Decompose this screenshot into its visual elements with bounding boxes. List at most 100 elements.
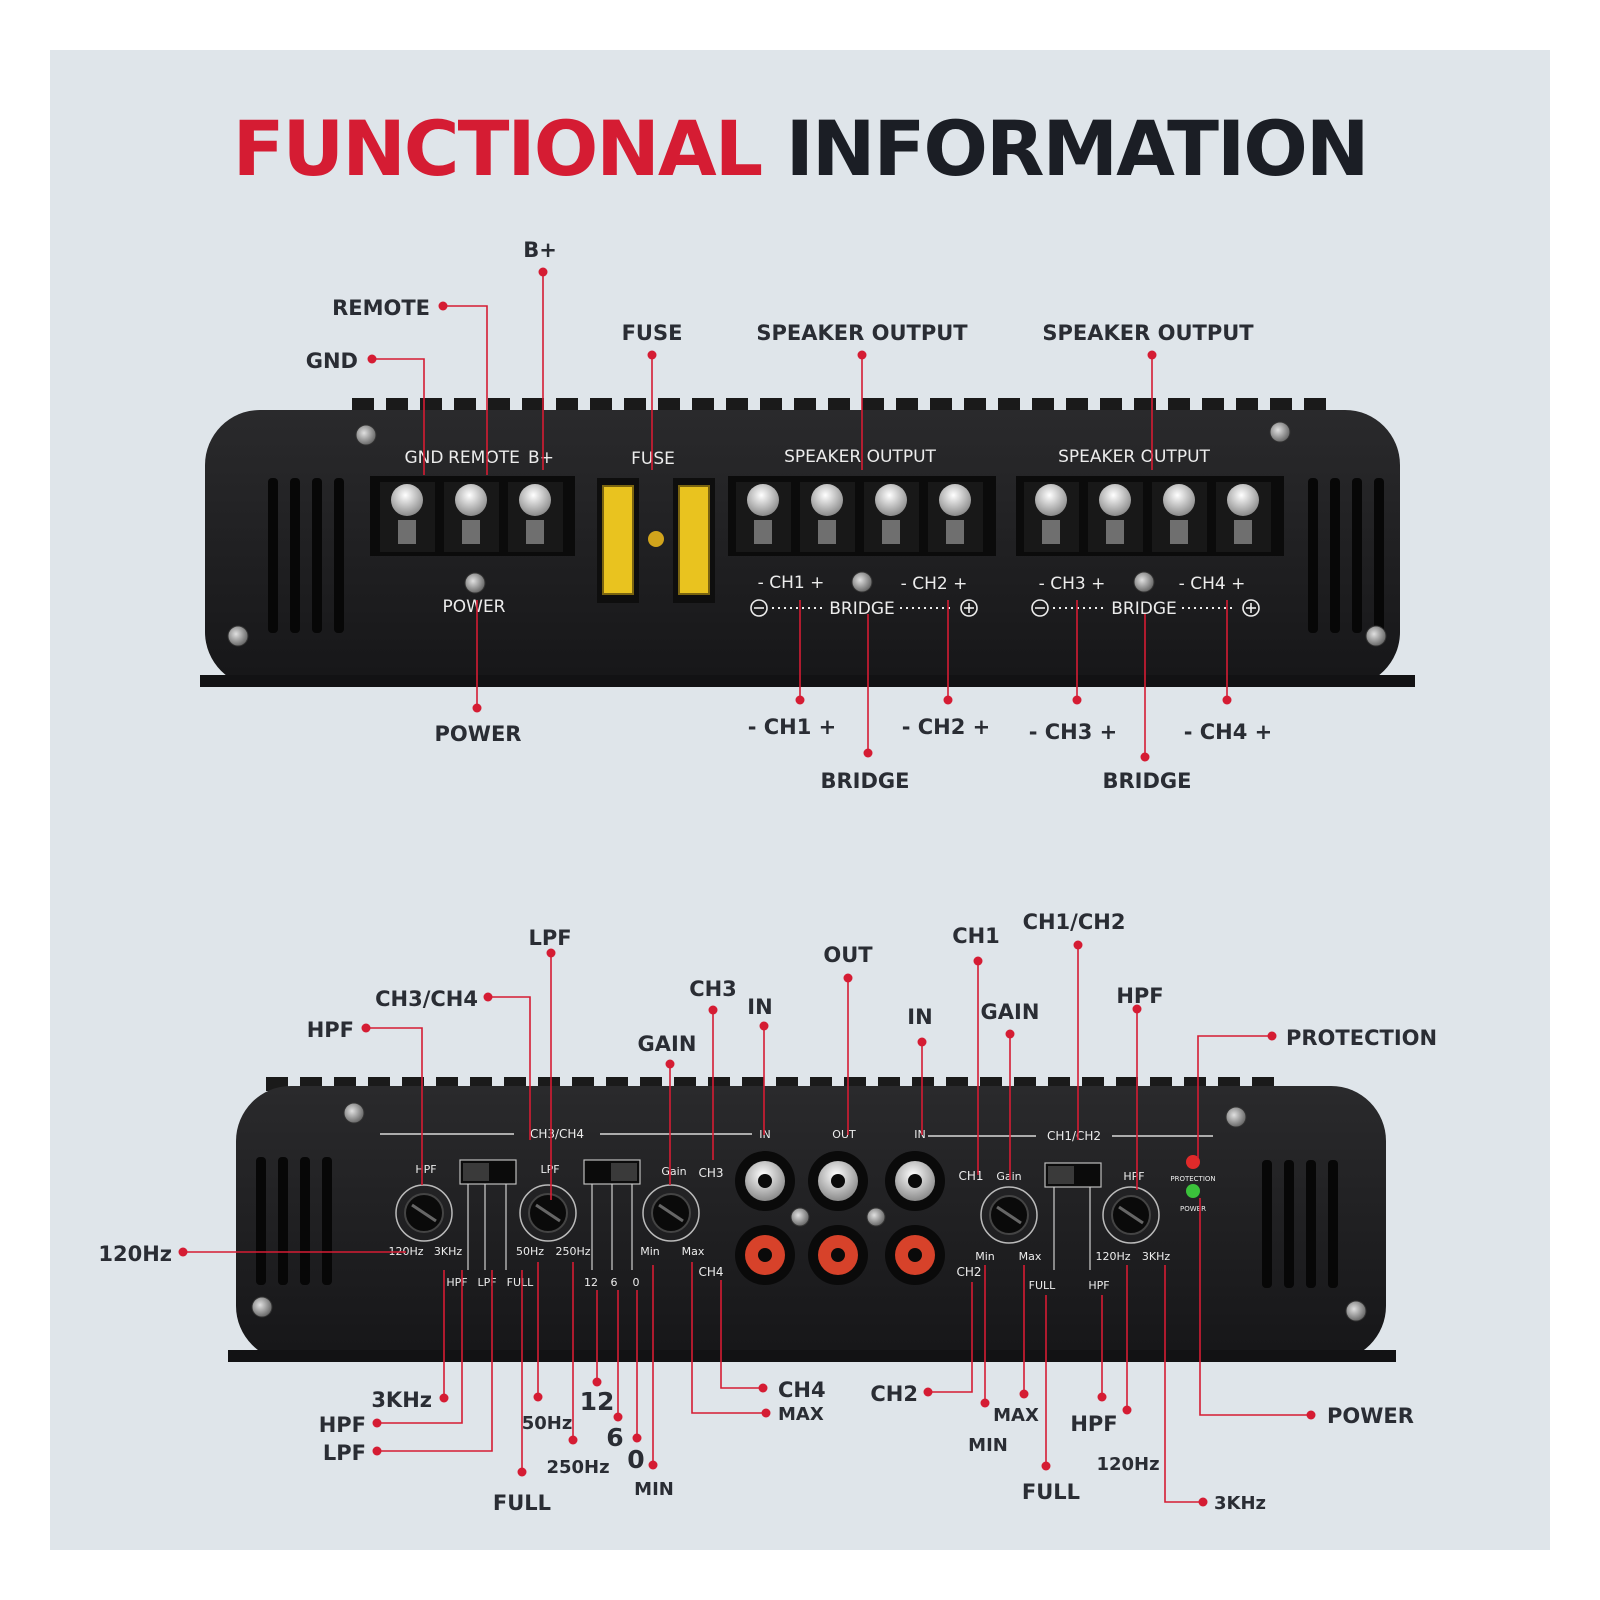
silk-250hz: 250Hz: [555, 1245, 590, 1258]
speaker-terminal-block-2[interactable]: [1016, 476, 1284, 556]
callout-6: 6: [606, 1423, 623, 1452]
page-title: FUNCTIONAL INFORMATION: [0, 104, 1600, 193]
callout-hpf-bottom-right: HPF: [1070, 1412, 1117, 1436]
terminal[interactable]: [1152, 482, 1207, 552]
silk-max-r: Max: [1019, 1250, 1042, 1263]
callout-remote: REMOTE: [332, 296, 430, 320]
lpf-knob-ch3-ch4[interactable]: [519, 1184, 577, 1242]
callout-ch2: - CH2 +: [902, 715, 991, 739]
bottom-amp-base: [228, 1350, 1396, 1362]
screw-icon: [343, 1102, 365, 1124]
silk-ch3-ch4: CH3/CH4: [530, 1127, 584, 1141]
top-amplifier: GND REMOTE B+ FUSE SPEAKER OUTPUT SPEAKE…: [200, 398, 1415, 687]
power-led-icon: [1186, 1184, 1200, 1198]
silk-3khz-r: 3KHz: [1142, 1250, 1170, 1263]
silk-full-switch: FULL: [507, 1276, 535, 1289]
callout-max-right: MAX: [993, 1405, 1039, 1426]
screw-icon: [251, 1296, 273, 1318]
terminal[interactable]: [1216, 482, 1271, 552]
rca-in-ch4[interactable]: [735, 1225, 795, 1285]
rca-in-ch1[interactable]: [885, 1151, 945, 1211]
title-part-2: INFORMATION: [785, 104, 1370, 193]
filter-switch-ch1-ch2[interactable]: [1044, 1162, 1102, 1188]
callout-3khz-right: 3KHz: [1214, 1493, 1266, 1514]
callout-b-plus: B+: [523, 238, 557, 262]
callout-ch3-ch4: CH3/CH4: [375, 987, 478, 1011]
screw-icon: [227, 625, 249, 647]
terminal-gnd[interactable]: [380, 482, 435, 552]
bottom-leaders: [178, 940, 1316, 1507]
silk-gain-r: Gain: [996, 1170, 1021, 1183]
silk-lpf-switch: LPF: [477, 1276, 496, 1289]
rca-out-top[interactable]: [808, 1151, 868, 1211]
top-amp-base: [200, 675, 1415, 687]
callout-ch1: - CH1 +: [748, 715, 837, 739]
callout-hpf-left: HPF: [307, 1018, 354, 1042]
callout-speaker-output-2: SPEAKER OUTPUT: [1042, 321, 1254, 345]
callout-min-right: MIN: [968, 1435, 1008, 1456]
callout-50hz: 50Hz: [522, 1413, 573, 1434]
silk-6: 6: [611, 1276, 618, 1289]
title-part-1: FUNCTIONAL: [232, 104, 764, 193]
terminal[interactable]: [1024, 482, 1079, 552]
callout-in-right: IN: [907, 1005, 932, 1029]
fuse-holder[interactable]: [597, 478, 715, 603]
silk-protection: PROTECTION: [1170, 1175, 1215, 1183]
rca-in-ch3[interactable]: [735, 1151, 795, 1211]
terminal[interactable]: [800, 482, 855, 552]
rca-in-ch2[interactable]: [885, 1225, 945, 1285]
callout-out: OUT: [823, 943, 873, 967]
callout-bridge-2: BRIDGE: [1102, 769, 1191, 793]
bottom-vents-right: [1262, 1160, 1338, 1288]
callout-fuse: FUSE: [622, 321, 683, 345]
top-heatsink-fins: [352, 398, 1326, 412]
callout-ch1: CH1: [952, 924, 1000, 948]
top-screws: [227, 421, 1387, 647]
callout-hpf-right: HPF: [1116, 984, 1163, 1008]
terminal[interactable]: [1088, 482, 1143, 552]
slope-switch-ch3-ch4[interactable]: [583, 1159, 641, 1185]
speaker-terminal-block-1[interactable]: [728, 476, 996, 556]
terminal[interactable]: [736, 482, 791, 552]
silk-speaker-output-1: SPEAKER OUTPUT: [784, 447, 936, 467]
terminal[interactable]: [864, 482, 919, 552]
callout-max-left: MAX: [778, 1404, 824, 1425]
terminal-remote[interactable]: [444, 482, 499, 552]
silk-min: Min: [640, 1245, 660, 1258]
terminal[interactable]: [928, 482, 983, 552]
callout-lpf-top: LPF: [528, 926, 571, 950]
silk-ch2: - CH2 +: [901, 574, 968, 594]
bridge-screw-icon: [1133, 571, 1155, 593]
callout-gnd: GND: [306, 349, 358, 373]
silk-fuse: FUSE: [631, 449, 675, 469]
gain-knob-ch1-ch2[interactable]: [980, 1186, 1038, 1244]
silk-bridge-1: BRIDGE: [829, 599, 895, 619]
silk-full-r: FULL: [1029, 1279, 1057, 1292]
silk-hpf: HPF: [415, 1163, 436, 1176]
terminal-b-plus[interactable]: [508, 482, 563, 552]
silk-ch1-ch2: CH1/CH2: [1047, 1129, 1101, 1143]
bottom-callouts: LPF CH3/CH4 HPF CH3 IN GAIN OUT IN CH1 C…: [98, 910, 1437, 1515]
silk-ch1: - CH1 +: [758, 573, 825, 593]
top-leaders: [367, 267, 1232, 762]
callout-250hz: 250Hz: [546, 1457, 609, 1478]
gain-knob-ch3-ch4[interactable]: [642, 1184, 700, 1242]
silk-hpf-r: HPF: [1088, 1279, 1109, 1292]
silk-max: Max: [682, 1245, 705, 1258]
screw-icon: [355, 424, 377, 446]
callout-protection: PROTECTION: [1286, 1026, 1437, 1050]
callout-hpf-bottom: HPF: [319, 1413, 366, 1437]
bottom-vents-left: [256, 1157, 332, 1285]
silk-bridge-2: BRIDGE: [1111, 599, 1177, 619]
silk-power-led: POWER: [1180, 1205, 1206, 1213]
power-terminal-block[interactable]: [370, 476, 575, 556]
silk-speaker-output-2: SPEAKER OUTPUT: [1058, 447, 1210, 467]
hpf-knob-ch3-ch4[interactable]: [395, 1184, 453, 1242]
filter-switch-ch3-ch4[interactable]: [459, 1159, 517, 1185]
bridge-screw-icon: [851, 571, 873, 593]
rca-out-bottom[interactable]: [808, 1225, 868, 1285]
callout-full-left: FULL: [493, 1491, 551, 1515]
silk-120hz: 120Hz: [388, 1245, 423, 1258]
plus-icon: [960, 599, 1260, 617]
hpf-knob-ch1-ch2[interactable]: [1102, 1186, 1160, 1244]
